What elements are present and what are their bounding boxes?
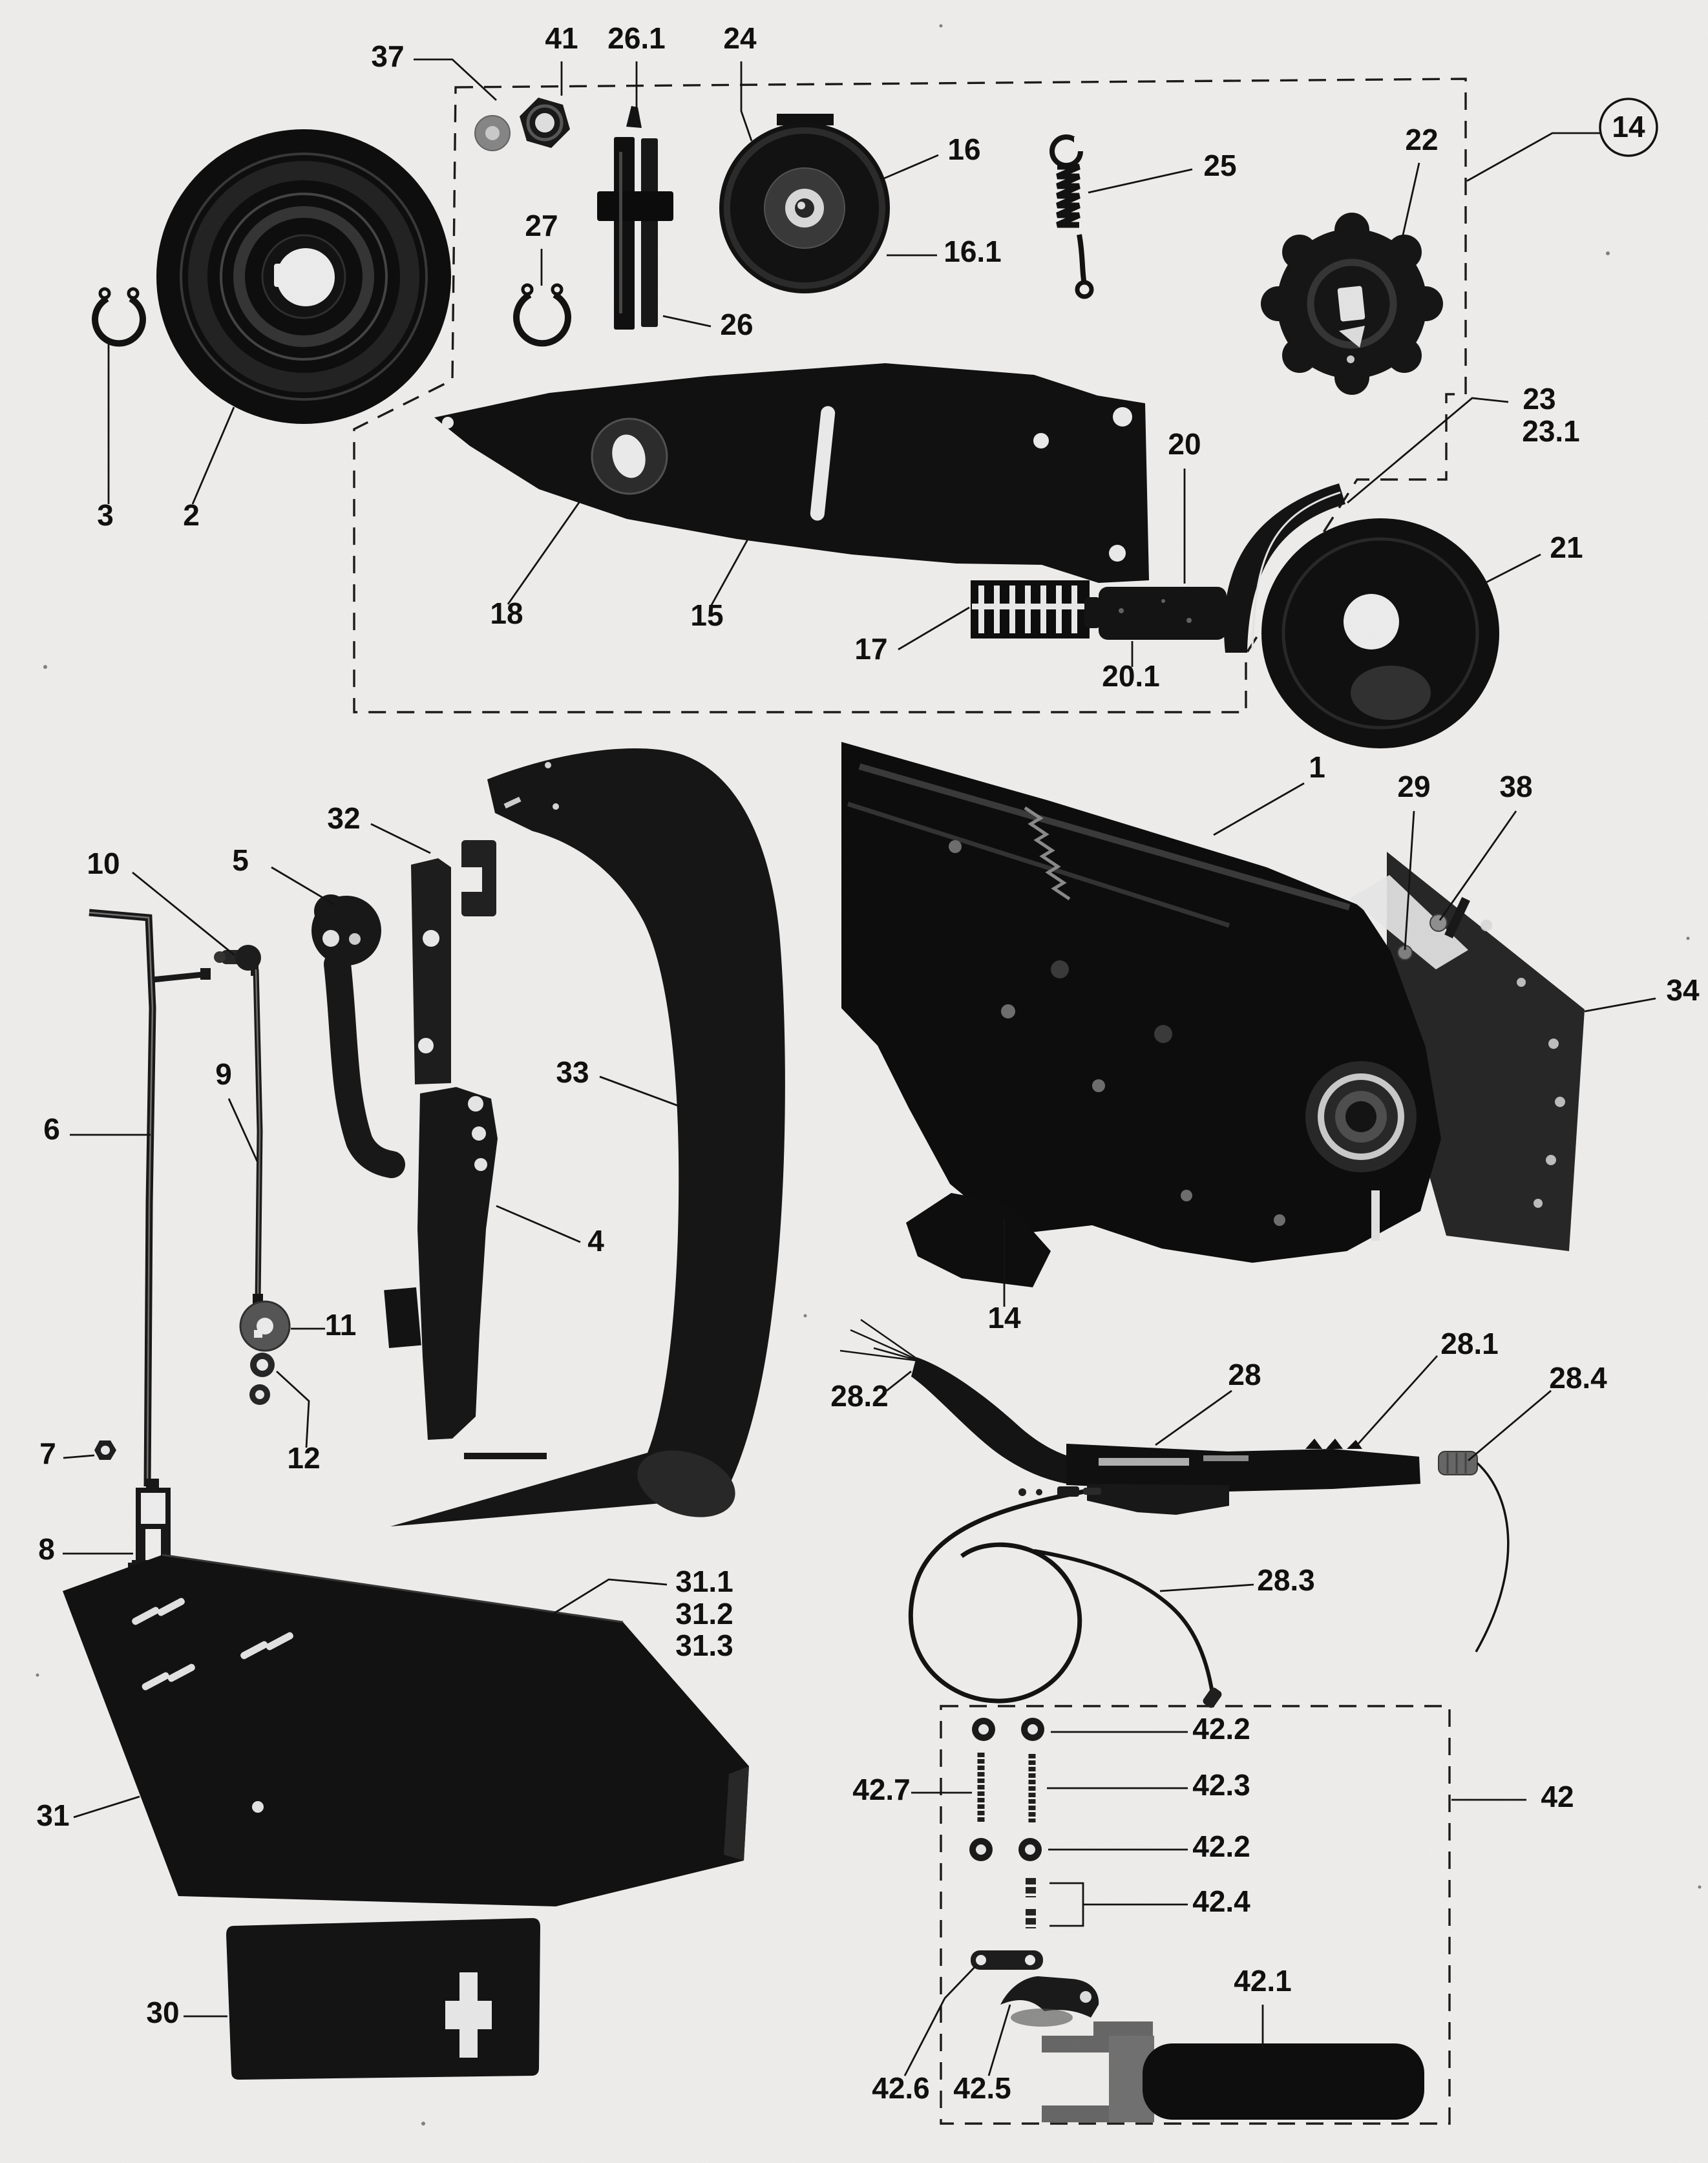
- parts-diagram-canvas: 374126.1241616.126272522142323.132181517…: [0, 0, 1708, 2163]
- scan-grain-overlay: [0, 0, 1708, 2163]
